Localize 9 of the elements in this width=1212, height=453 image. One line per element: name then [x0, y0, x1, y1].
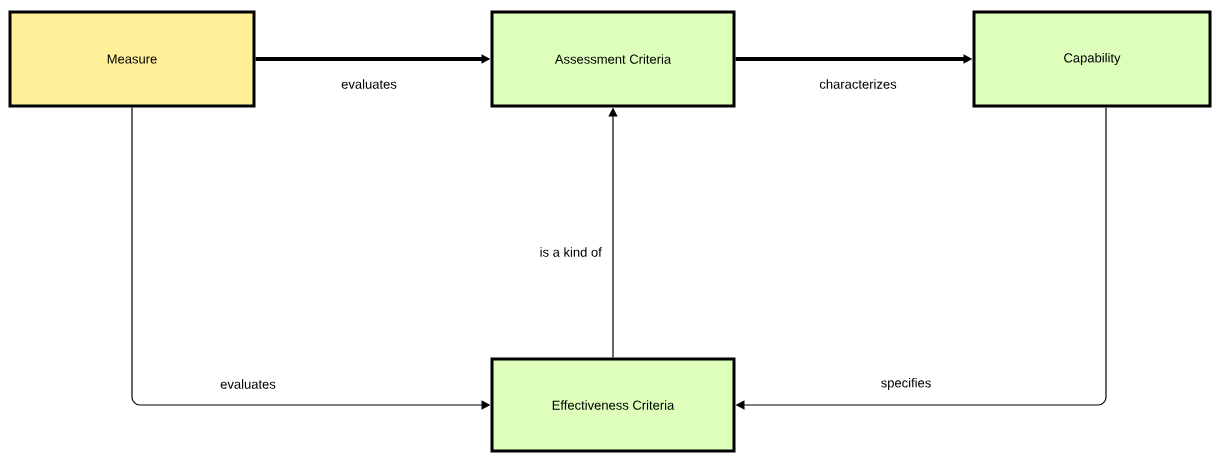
concept-box: Effectiveness Criteria: [490, 357, 736, 453]
concept-box: Capability: [972, 10, 1212, 108]
edge-label: evaluates: [339, 77, 399, 91]
edge-label: characterizes: [817, 77, 899, 91]
edge-label: evaluates: [218, 377, 278, 391]
concept-box: Assessment Criteria: [490, 10, 736, 108]
edge-label: is a kind of: [537, 245, 604, 259]
edge-label: specifies: [878, 375, 934, 393]
concept-box: Measure: [8, 10, 256, 108]
